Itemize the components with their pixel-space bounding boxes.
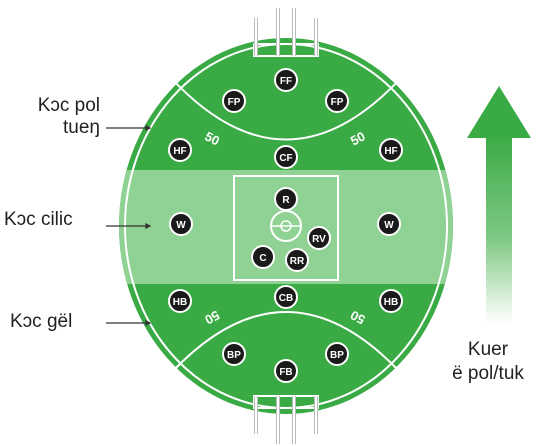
fifty-label-bottom-left: 50 xyxy=(202,307,222,327)
player-marker-hf-left: HF xyxy=(168,138,192,162)
player-marker-hb-right: HB xyxy=(379,289,403,313)
goal-posts-bottom xyxy=(254,396,318,444)
playing-field xyxy=(119,38,453,414)
player-marker-cf: CF xyxy=(274,145,298,169)
player-label-hb-right: HB xyxy=(384,297,398,308)
player-label-hf-left: HF xyxy=(173,146,186,157)
direction-caption-line2: ë pol/tuk xyxy=(452,363,524,384)
direction-caption: Kuer ë pol/tuk xyxy=(433,338,543,386)
fifty-label-top-left: 50 xyxy=(202,129,222,149)
fifty-labels: 50 50 50 50 xyxy=(202,129,367,328)
player-label-fp-right: FP xyxy=(331,97,344,108)
player-marker-bp-left: BP xyxy=(222,342,246,366)
zone-label-forward-line2: tueŋ xyxy=(63,117,100,138)
player-label-hf-right: HF xyxy=(384,146,397,157)
fifty-label-bottom-right: 50 xyxy=(348,307,368,327)
player-marker-hb-left: HB xyxy=(168,289,192,313)
player-label-r: R xyxy=(282,195,290,206)
player-label-cf: CF xyxy=(279,153,292,164)
player-label-w-right: W xyxy=(384,220,394,231)
player-label-rv: RV xyxy=(312,234,326,245)
player-marker-c: C xyxy=(251,245,275,269)
player-label-w-left: W xyxy=(176,220,186,231)
player-marker-rr: RR xyxy=(285,248,309,272)
zone-label-centre: Kɔc cilic xyxy=(4,209,73,230)
fifty-metre-arc-top xyxy=(171,78,401,141)
zone-label-forward-line1: Kɔc pol xyxy=(37,95,100,116)
direction-arrow-shaft xyxy=(486,134,512,324)
fifty-metre-arc-bottom xyxy=(171,311,401,373)
player-marker-ff: FF xyxy=(274,68,298,92)
direction-arrow xyxy=(467,86,531,324)
player-marker-fp-left: FP xyxy=(222,89,246,113)
player-marker-bp-right: BP xyxy=(325,342,349,366)
player-marker-w-right: W xyxy=(377,212,401,236)
player-label-c: C xyxy=(259,253,266,264)
player-marker-fp-right: FP xyxy=(325,89,349,113)
player-label-rr: RR xyxy=(290,256,305,267)
player-label-ff: FF xyxy=(280,76,292,87)
zone-label-forward: Kɔc pol tueŋ xyxy=(8,95,100,139)
player-label-bp-right: BP xyxy=(330,350,344,361)
player-label-bp-left: BP xyxy=(227,350,241,361)
fifty-label-top-right: 50 xyxy=(348,129,368,149)
player-label-hb-left: HB xyxy=(173,297,187,308)
player-label-cb: CB xyxy=(279,293,293,304)
player-marker-r: R xyxy=(274,187,298,211)
goal-posts-top xyxy=(254,8,318,56)
label-pointers xyxy=(106,125,152,326)
zone-label-back: Kɔc gël xyxy=(10,311,73,332)
player-marker-rv: RV xyxy=(307,226,331,250)
direction-arrow-head xyxy=(467,86,531,138)
direction-caption-line1: Kuer xyxy=(467,339,509,360)
player-marker-cb: CB xyxy=(274,285,298,309)
player-marker-fb: FB xyxy=(274,359,298,383)
player-label-fp-left: FP xyxy=(228,97,241,108)
centre-square xyxy=(233,175,339,281)
player-marker-hf-right: HF xyxy=(379,138,403,162)
player-label-fb: FB xyxy=(279,367,292,378)
player-marker-w-left: W xyxy=(169,212,193,236)
player-positions: FF FP FP HF CF HF W R xyxy=(168,68,403,383)
